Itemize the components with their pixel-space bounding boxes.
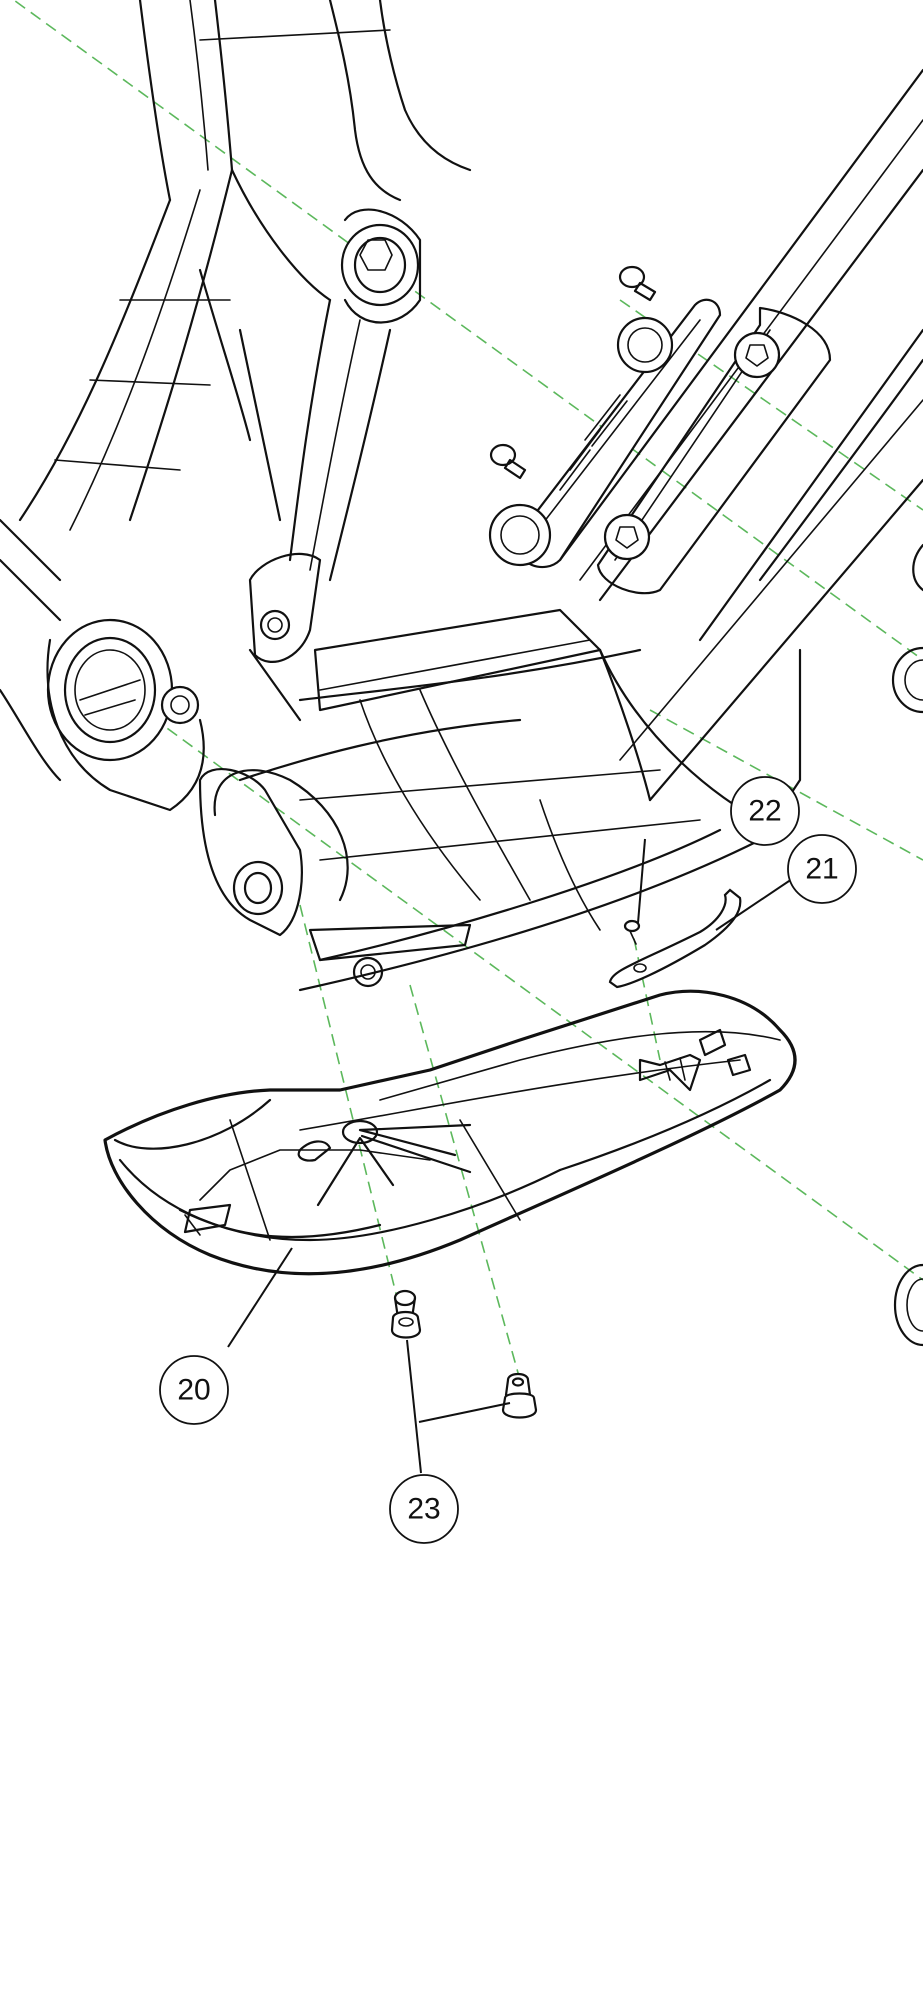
callout-leaders	[227, 838, 799, 1474]
cable-guide-plate	[488, 265, 832, 595]
callout-21: 21	[787, 834, 857, 904]
part-20-skid-plate	[103, 989, 797, 1276]
callout-22-label: 22	[748, 795, 781, 828]
callout-23: 23	[389, 1474, 459, 1544]
small-screw-middle	[489, 443, 527, 480]
callout-20-label: 20	[177, 1374, 210, 1407]
small-screw-top	[618, 265, 657, 302]
part-22-screw	[623, 919, 641, 945]
callout-23-label: 23	[407, 1493, 440, 1526]
part-21-clip	[608, 888, 742, 989]
callout-21-label: 21	[805, 853, 838, 886]
bike-frame	[0, 0, 923, 1347]
part-23-bolt-upper	[390, 1289, 422, 1339]
callout-20: 20	[159, 1355, 229, 1425]
callout-22: 22	[730, 776, 800, 846]
part-23-bolt-lower	[501, 1372, 538, 1419]
